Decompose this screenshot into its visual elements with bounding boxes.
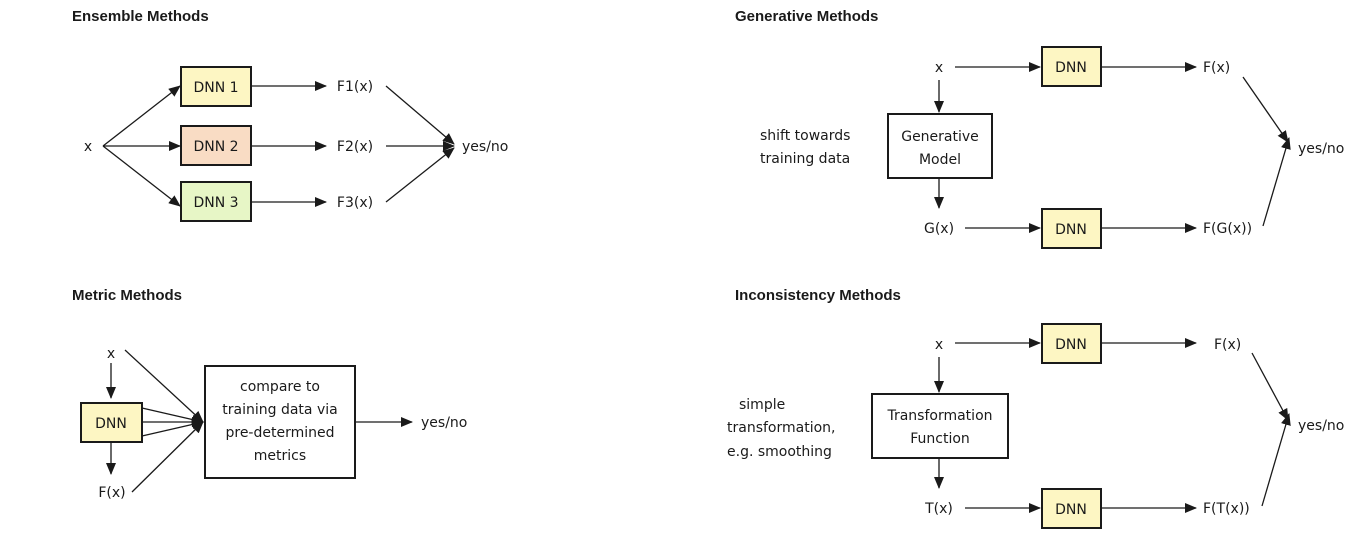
inconsistency-output-bottom-label: F(T(x)) (1203, 501, 1250, 517)
generative-model-box (887, 113, 993, 179)
dnn2-box (180, 125, 252, 166)
arrow-fx-to-compare (131, 421, 204, 493)
inconsistency-dnn-top-box (1041, 323, 1102, 364)
transformation-line-2: Function (910, 431, 970, 447)
generative-dnn-bottom-box (1041, 208, 1102, 249)
compare-box (204, 365, 356, 479)
gx-label: G(x) (924, 221, 954, 237)
arrow-x-to-dnn1 (102, 85, 181, 147)
inconsistency-dnn-top-label: DNN (1055, 337, 1087, 353)
dnn3-label: DNN 3 (193, 195, 238, 211)
generative-note-line-2: training data (760, 151, 850, 167)
inconsistency-decision-label: yes/no (1298, 418, 1344, 434)
generative-title: Generative Methods (735, 8, 878, 25)
generative-output-bottom-label: F(G(x)) (1203, 221, 1252, 237)
arrow-f1-to-decision (385, 85, 455, 145)
generative-model-line-1: Generative (901, 129, 979, 145)
inconsistency-note-line-3: e.g. smoothing (727, 444, 832, 460)
metric-dnn-label: DNN (95, 416, 127, 432)
compare-line-3: pre-determined (225, 425, 334, 441)
arrow-x-to-dnn3 (102, 145, 181, 207)
generative-dnn-top-label: DNN (1055, 60, 1087, 76)
tx-label: T(x) (924, 501, 953, 517)
inconsistency-note-line-2: transformation, (727, 420, 835, 436)
arrow-f3-to-decision (385, 147, 455, 203)
compare-line-1: compare to (240, 379, 320, 395)
compare-line-4: metrics (254, 448, 306, 464)
transformation-line-1: Transformation (886, 408, 992, 424)
generative-decision-label: yes/no (1298, 141, 1344, 157)
ensemble-panel: Ensemble Methods x DNN 1 DNN 2 DNN 3 F1(… (72, 8, 508, 222)
arrow-dnn-a-to-compare (141, 407, 204, 425)
ensemble-title: Ensemble Methods (72, 8, 209, 25)
metric-panel: Metric Methods x DNN F(x) compare to tra… (72, 287, 467, 501)
metric-title: Metric Methods (72, 287, 182, 304)
dnn1-label: DNN 1 (193, 80, 238, 96)
inconsistency-input-label: x (935, 337, 943, 353)
f1-output-label: F1(x) (337, 79, 373, 95)
generative-output-top-label: F(x) (1203, 60, 1230, 76)
compare-line-2: training data via (222, 402, 337, 418)
arrow-fx-to-decision-2 (1251, 352, 1289, 421)
arrow-dnn-c-to-compare (141, 419, 204, 437)
dnn3-box (180, 181, 252, 222)
generative-note-line-1: shift towards (760, 128, 850, 144)
inconsistency-output-top-label: F(x) (1214, 337, 1241, 353)
inconsistency-dnn-bottom-label: DNN (1055, 502, 1087, 518)
f3-output-label: F3(x) (337, 195, 373, 211)
inconsistency-title: Inconsistency Methods (735, 287, 901, 304)
arrow-fgx-to-decision (1262, 137, 1291, 227)
dnn2-label: DNN 2 (193, 139, 238, 155)
metric-decision-label: yes/no (421, 415, 467, 431)
metric-dnn-box (80, 402, 143, 443)
f2-output-label: F2(x) (337, 139, 373, 155)
transformation-function-box (871, 393, 1009, 459)
ensemble-input-label: x (84, 139, 92, 155)
generative-model-line-2: Model (919, 152, 961, 168)
metric-output-label: F(x) (98, 485, 125, 501)
arrow-ftx-to-decision (1261, 413, 1291, 507)
generative-panel: Generative Methods x DNN F(x) shift towa… (735, 8, 1344, 249)
ensemble-decision-label: yes/no (462, 139, 508, 155)
generative-dnn-bottom-label: DNN (1055, 222, 1087, 238)
inconsistency-note-line-1: simple (739, 397, 785, 413)
generative-input-label: x (935, 60, 943, 76)
inconsistency-panel: Inconsistency Methods x DNN F(x) simple … (727, 287, 1344, 529)
arrow-fx-to-decision (1242, 76, 1289, 143)
metric-input-label: x (107, 346, 115, 362)
arrow-x-to-compare (124, 349, 204, 423)
